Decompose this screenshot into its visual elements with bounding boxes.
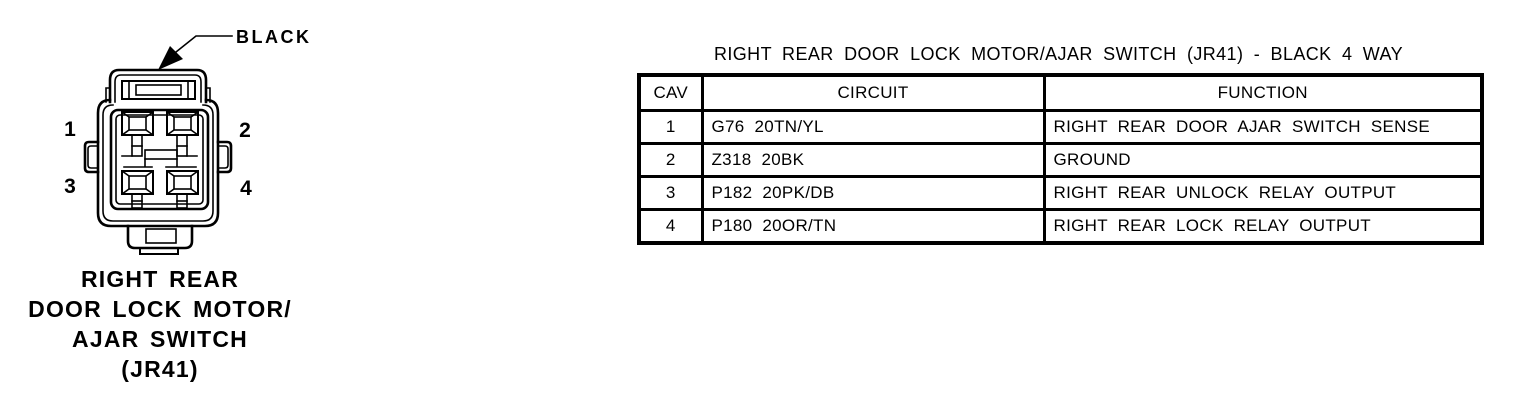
cav-cell: 4 [637,208,704,245]
terminal-1 [120,110,155,157]
caption-line: DOOR LOCK MOTOR/ [28,296,292,322]
cav-cell: 1 [637,109,704,145]
pin-number-2: 2 [239,119,251,142]
left-wing-inner [87,145,99,169]
table-title: RIGHT REAR DOOR LOCK MOTOR/AJAR SWITCH (… [713,44,1403,64]
latch-slot [121,80,196,100]
header-function: FUNCTION [1042,73,1484,112]
latch-slot-inner [135,84,182,96]
circuit-cell: P180 20OR/TN [700,208,1046,245]
function-cell: RIGHT REAR UNLOCK RELAY OUTPUT [1042,175,1484,211]
caption-line: (JR41) [121,356,199,382]
hood-ears [105,87,211,103]
header-cav: CAV [637,73,704,112]
caption-line: RIGHT REAR [80,266,240,292]
connector-color-label: BLACK [236,27,312,47]
table-row: 4 P180 20OR/TN RIGHT REAR LOCK RELAY OUT… [637,208,1484,245]
caption-line: AJAR SWITCH [72,326,248,352]
terminals [120,110,200,209]
center-keying [121,149,198,168]
connector-figure: BLACK [0,0,330,420]
table-row: 2 Z318 20BK GROUND [637,142,1484,178]
terminal-2 [165,110,200,157]
pinout-table: CAV CIRCUIT FUNCTION 1 G76 20TN/YL RIGHT… [637,73,1484,245]
function-cell: RIGHT REAR DOOR AJAR SWITCH SENSE [1042,109,1484,145]
function-cell: GROUND [1042,142,1484,178]
connector-body [83,68,233,228]
circuit-cell: P182 20PK/DB [700,175,1046,211]
cav-cell: 3 [637,175,704,211]
table-row: 1 G76 20TN/YL RIGHT REAR DOOR AJAR SWITC… [637,109,1484,145]
arrowhead-icon [158,46,183,70]
right-wing-inner [217,145,229,169]
cav-cell: 2 [637,142,704,178]
hood-inner-outline [114,74,202,103]
shell-inner-outline [102,104,214,222]
table-row: 3 P182 20PK/DB RIGHT REAR UNLOCK RELAY O… [637,175,1484,211]
terminal-4 [165,169,200,209]
connector-diagram: BLACK [64,27,312,255]
function-cell: RIGHT REAR LOCK RELAY OUTPUT [1042,208,1484,245]
header-circuit: CIRCUIT [700,73,1046,112]
hood-outline [108,68,208,104]
header-row: CAV CIRCUIT FUNCTION [637,73,1484,112]
pin-number-3: 3 [64,175,76,198]
right-wing [216,140,233,174]
pin-number-4: 4 [240,177,252,200]
pin-number-1: 1 [64,118,76,141]
pin-field [109,108,210,211]
bottom-tab [126,224,194,255]
pinout-section: RIGHT REAR DOOR LOCK MOTOR/AJAR SWITCH (… [637,44,1484,245]
circuit-cell: Z318 20BK [700,142,1046,178]
left-wing [83,140,100,174]
shell-outline [96,98,220,228]
pin-numbers: 1 2 3 4 [64,118,252,200]
color-callout: BLACK [158,27,312,70]
pin-field-inner [115,114,204,205]
connector-caption: RIGHT REAR DOOR LOCK MOTOR/ AJAR SWITCH … [0,264,320,384]
circuit-cell: G76 20TN/YL [700,109,1046,145]
terminal-3 [120,169,155,209]
leader-line [174,35,233,54]
